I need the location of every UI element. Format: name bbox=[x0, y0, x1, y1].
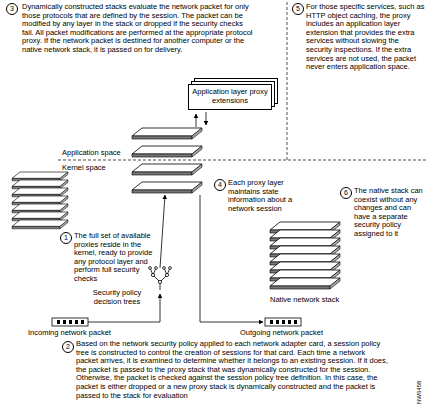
callout-text: Based on the network security policy app… bbox=[76, 340, 388, 400]
flow-arrow bbox=[206, 112, 207, 125]
adapter-card bbox=[265, 318, 301, 326]
callout-number: 2 bbox=[62, 341, 74, 353]
decision-tree bbox=[149, 195, 172, 290]
callout-number: 4 bbox=[214, 179, 226, 191]
part-label: Incoming network packet bbox=[28, 329, 111, 338]
part-label: Outgoing network packet bbox=[240, 329, 323, 338]
space-divider bbox=[58, 160, 428, 161]
callout-text: For those specific services, such as HTT… bbox=[306, 3, 426, 72]
callout-number: 6 bbox=[340, 187, 352, 199]
callout-number: 3 bbox=[6, 3, 18, 15]
extension-box: Application layer proxy extensions bbox=[188, 84, 272, 110]
box-text: Application layer proxy extensions bbox=[189, 85, 271, 108]
callout-number: 1 bbox=[60, 232, 72, 244]
native-stack bbox=[270, 222, 340, 289]
part-label: Security policy decision trees bbox=[88, 289, 146, 306]
flow-arrow bbox=[196, 114, 197, 127]
callout-text: Dynamically constructed stacks evaluate … bbox=[22, 3, 254, 55]
part-label: Native network stack bbox=[270, 296, 339, 305]
callout-text: The full set of available proxies reside… bbox=[74, 232, 154, 284]
callout-divider bbox=[287, 2, 288, 160]
proxy-set-stack bbox=[12, 172, 68, 229]
callout-number: 5 bbox=[292, 3, 304, 15]
callout-text: Each proxy layer maintains state informa… bbox=[228, 179, 300, 213]
adapter-card bbox=[52, 318, 88, 326]
outgoing-path bbox=[200, 195, 263, 322]
figure-id: NW6458 bbox=[416, 381, 423, 404]
region-label: Kernel space bbox=[62, 164, 106, 173]
callout-text: The native stack can coexist without any… bbox=[354, 187, 426, 239]
dynamic-proxy-stack bbox=[132, 128, 202, 193]
region-label: Application space bbox=[62, 149, 121, 158]
